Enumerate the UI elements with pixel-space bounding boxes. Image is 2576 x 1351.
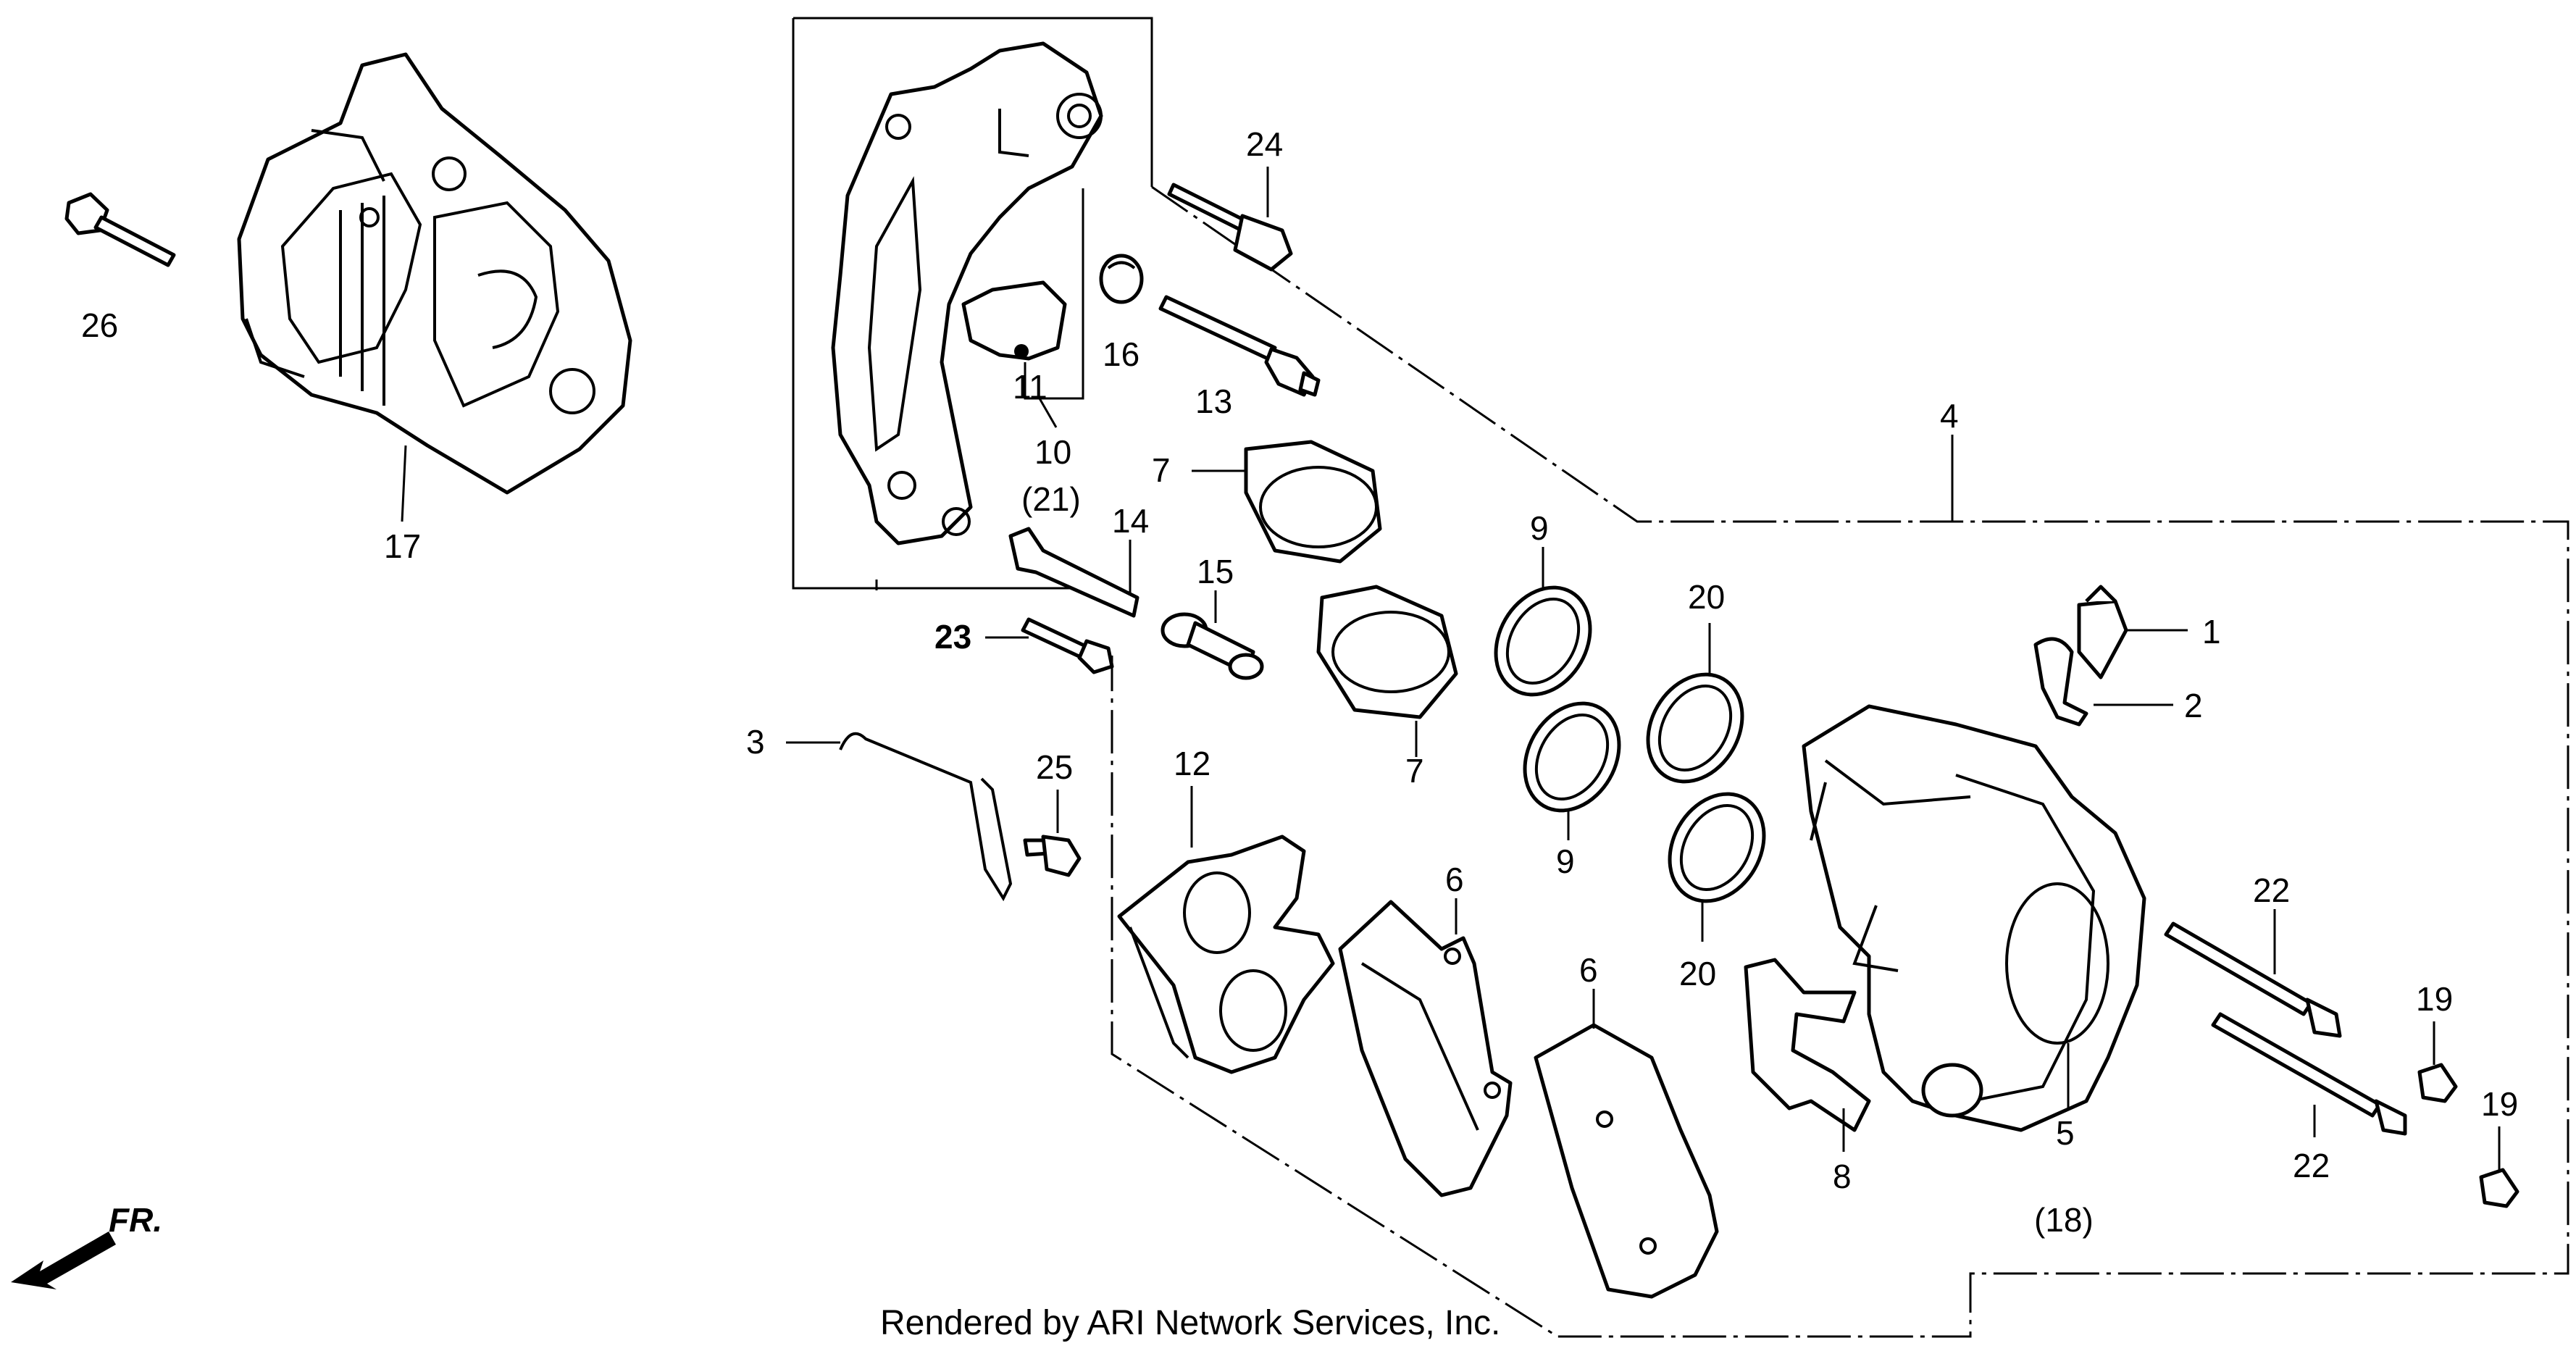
label-6-lower: 6 [1579, 951, 1598, 989]
boot-16 [1099, 254, 1144, 304]
seal-9-upper [1494, 585, 1592, 697]
caliper-bracket-10 [831, 41, 1103, 545]
label-7-upper: 7 [1152, 451, 1171, 489]
pin-22-upper [2164, 921, 2342, 1038]
label-16: 16 [1103, 335, 1139, 373]
label-22-lower: 22 [2293, 1147, 2330, 1184]
pad-retainer-12 [1117, 835, 1335, 1074]
bracket-group-frame [792, 17, 1153, 590]
bolt-23 [985, 617, 1114, 674]
label-3: 3 [746, 723, 765, 761]
assembled-caliper-17 [237, 52, 632, 495]
label-13: 13 [1195, 382, 1232, 420]
bleeder-cap-2 [2033, 637, 2088, 727]
bolt-26 [64, 192, 176, 267]
cap-19-upper [2417, 1063, 2458, 1103]
pin-13 [1158, 295, 1321, 397]
label-20-upper: 20 [1688, 578, 1725, 616]
label-6-upper: 6 [1445, 861, 1464, 898]
label-22-upper: 22 [2253, 871, 2290, 909]
label-18: (18) [2034, 1201, 2094, 1239]
label-24: 24 [1246, 125, 1283, 163]
front-marker-label: FR. [109, 1201, 162, 1239]
label-8: 8 [1833, 1158, 1852, 1195]
caliper-assembly-frame [1111, 185, 2569, 1338]
spring-3 [839, 732, 1013, 902]
label-14: 14 [1112, 502, 1149, 540]
seal-20-upper [1646, 672, 1744, 784]
bolt-24 [1167, 167, 1293, 272]
seal-9-lower [1523, 701, 1621, 813]
caliper-body-5 [1802, 704, 2146, 1132]
label-21: (21) [1021, 480, 1081, 518]
pin-14 [1008, 527, 1139, 618]
label-19-upper: 19 [2416, 980, 2453, 1018]
label-23: 23 [934, 618, 971, 656]
shim-8 [1744, 958, 1871, 1132]
label-5: 5 [2056, 1114, 2075, 1152]
seal-20-lower [1668, 792, 1766, 903]
brake-pad-6-left [1338, 900, 1513, 1197]
credit-text: Rendered by ARI Network Services, Inc. [880, 1304, 1500, 1342]
front-direction-arrow-icon [11, 1231, 116, 1289]
label-20-lower: 20 [1679, 955, 1716, 992]
label-4: 4 [1940, 397, 1959, 435]
label-9-upper: 9 [1530, 509, 1549, 547]
label-25: 25 [1036, 748, 1073, 786]
cap-19-lower [2479, 1168, 2519, 1208]
label-17: 17 [384, 527, 421, 565]
brake-pad-6-right [1534, 1023, 1719, 1299]
label-11: 11 [1013, 368, 1047, 406]
label-26: 26 [81, 306, 118, 344]
label-7-lower: 7 [1405, 752, 1424, 790]
label-1: 1 [2202, 613, 2221, 651]
piston-7-upper [1244, 440, 1382, 564]
label-10: 10 [1034, 433, 1071, 471]
clip-11 [961, 280, 1067, 361]
label-9-lower: 9 [1556, 842, 1575, 880]
label-2: 2 [2184, 687, 2203, 724]
pin-22-lower [2211, 1012, 2407, 1136]
bolt-15 [1161, 590, 1264, 680]
bolt-25 [1023, 790, 1082, 877]
label-12: 12 [1174, 745, 1210, 782]
label-19-lower: 19 [2481, 1085, 2518, 1123]
label-15: 15 [1197, 553, 1234, 590]
piston-7-lower [1316, 585, 1458, 719]
bleeder-valve-1 [2077, 585, 2128, 679]
